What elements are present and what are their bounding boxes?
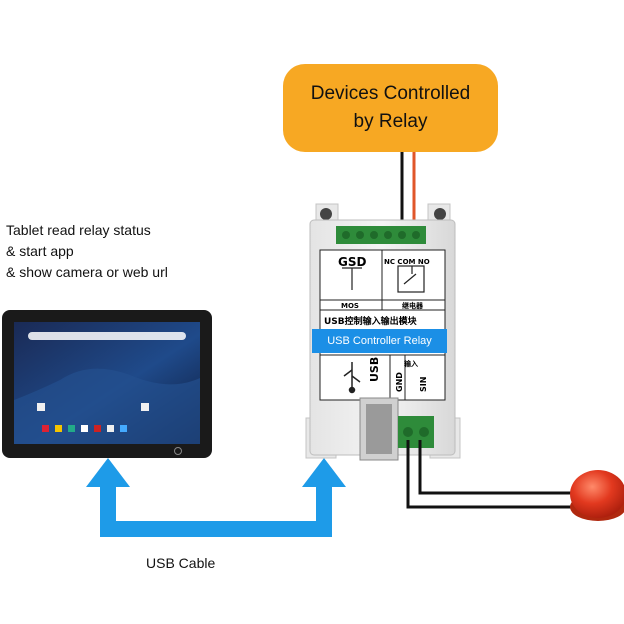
arrow-bottom-bar — [100, 521, 332, 537]
tablet-caption-line2: & start app — [6, 243, 74, 259]
tablet-caption-line1: Tablet read relay status — [6, 222, 151, 238]
usb-symbol-icon — [343, 362, 361, 394]
input-cn-label: 输入 — [404, 359, 418, 368]
sin-label: SIN — [419, 377, 428, 392]
usb-vertical-label: USB — [368, 357, 381, 382]
usb-cable-arrows — [86, 458, 346, 537]
app-icon — [141, 403, 149, 411]
usb-cable-label: USB Cable — [146, 555, 216, 571]
usb-controller-relay-label: USB Controller Relay — [312, 329, 447, 353]
devices-box-line2: by Relay — [353, 111, 428, 132]
arrow-left-head — [86, 458, 130, 487]
mos-label: MOS — [341, 302, 359, 310]
relay-cn-label: 继电器 — [402, 301, 424, 310]
relay-output-wires — [400, 152, 416, 232]
relay-switch-icon — [397, 265, 425, 293]
mount-hole — [434, 208, 446, 220]
button-wires — [406, 440, 572, 509]
module-title-cn: USB控制输入输出模块 — [324, 315, 418, 327]
red-push-button — [570, 470, 624, 521]
gsd-label: GSD — [338, 255, 366, 269]
tablet-device — [2, 310, 212, 458]
arrow-right-shaft — [316, 483, 332, 537]
arrow-right-head — [302, 458, 346, 487]
gnd-label: GND — [395, 372, 404, 392]
tablet-dock — [42, 425, 127, 432]
mos-transistor-icon — [342, 267, 362, 290]
devices-box-line1: Devices Controlled — [310, 83, 471, 104]
nc-com-no-label: NC COM NO — [384, 258, 430, 266]
output-terminal-block — [336, 226, 426, 244]
power-icon — [174, 447, 182, 455]
mount-hole — [320, 208, 332, 220]
tablet-search-bar — [28, 332, 186, 340]
devices-controlled-box: Devices Controlled by Relay — [283, 64, 498, 152]
tablet-caption-line3: & show camera or web url — [6, 264, 168, 280]
app-icon — [37, 403, 45, 411]
tablet-caption: Tablet read relay status & start app & s… — [6, 220, 168, 283]
